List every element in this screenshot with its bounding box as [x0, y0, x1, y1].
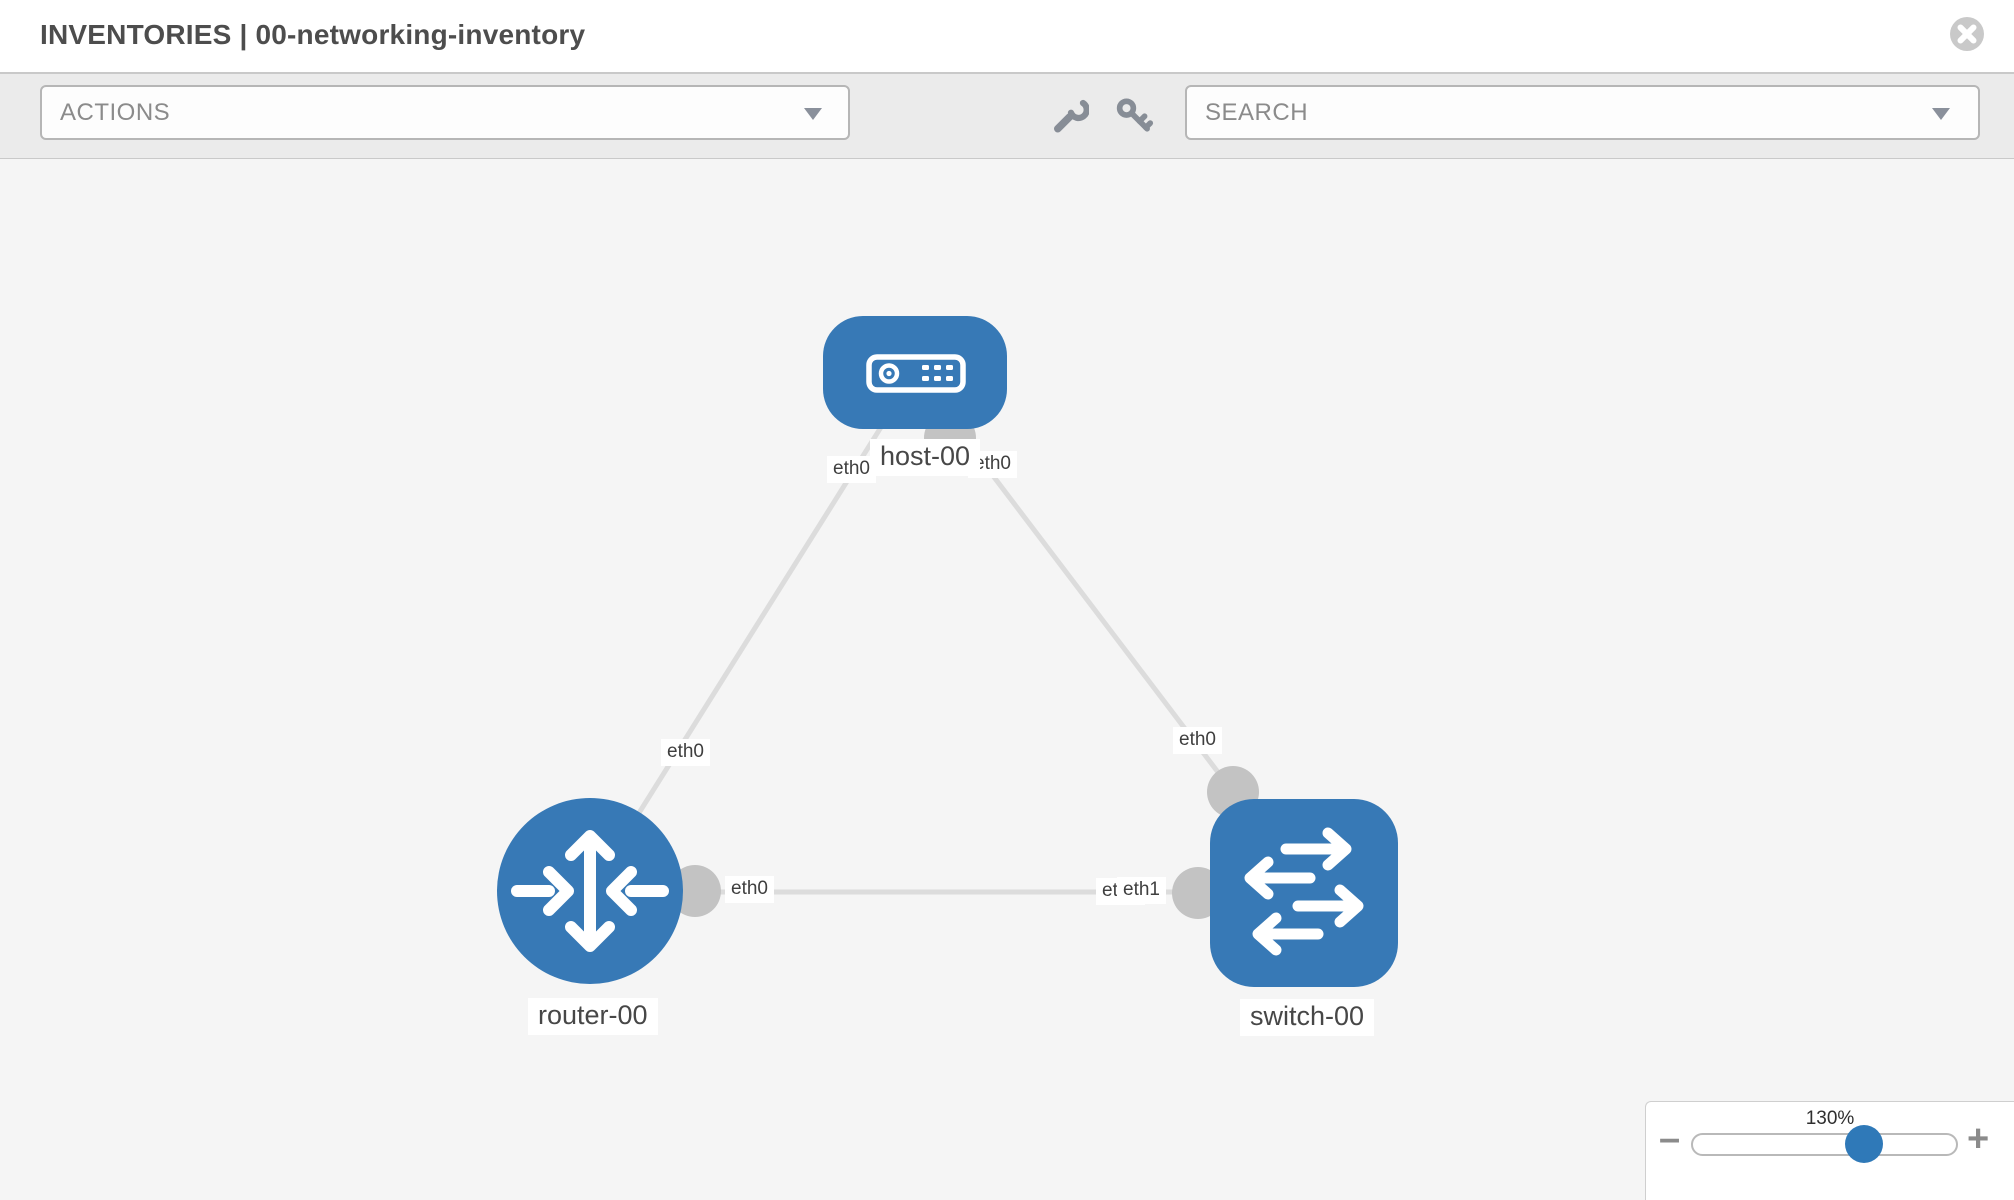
actions-select-label: ACTIONS: [60, 99, 171, 126]
node-label-router: router-00: [528, 998, 658, 1035]
configure-button[interactable]: [1049, 95, 1090, 135]
node-label-switch: switch-00: [1240, 999, 1375, 1036]
iface-label: eth0: [1173, 727, 1222, 754]
zoom-out-button[interactable]: –: [1659, 1118, 1681, 1160]
node-label-host: host-00: [870, 439, 981, 476]
header: INVENTORIES | 00-networking-inventory: [0, 0, 2014, 74]
close-icon: [1950, 17, 1984, 51]
close-button[interactable]: [1948, 15, 1986, 53]
search-select-label: SEARCH: [1205, 99, 1309, 126]
switch-icon: [1244, 827, 1364, 956]
search-select[interactable]: SEARCH: [1185, 85, 1980, 140]
iface-label: eth0: [827, 456, 876, 483]
credentials-button[interactable]: [1114, 95, 1154, 135]
node-host-00[interactable]: [823, 316, 1007, 429]
node-switch-00[interactable]: [1210, 799, 1398, 987]
zoom-slider-track[interactable]: [1691, 1133, 1958, 1156]
actions-select[interactable]: ACTIONS: [40, 85, 850, 140]
router-icon: [511, 830, 669, 952]
zoom-panel: 130% – +: [1645, 1101, 2014, 1200]
chevron-down-icon: [804, 108, 822, 120]
page-title: INVENTORIES | 00-networking-inventory: [40, 19, 586, 50]
wrench-icon: [1054, 99, 1090, 133]
iface-label: eth1: [1117, 877, 1166, 904]
toolbar: ACTIONS SEARCH: [0, 74, 2014, 159]
zoom-in-button[interactable]: +: [1967, 1118, 1990, 1160]
chevron-down-icon: [1932, 108, 1950, 120]
topology-canvas[interactable]: eth0 eth0 eth0 eth0 eth0 eth0 eth1 host-…: [0, 159, 2014, 1200]
node-router-00[interactable]: [497, 798, 683, 984]
host-icon: [866, 354, 966, 393]
key-icon: [1116, 98, 1154, 132]
links-layer: [587, 371, 1304, 919]
iface-label: eth0: [725, 876, 774, 903]
zoom-slider-handle[interactable]: [1845, 1125, 1883, 1163]
iface-label: eth0: [661, 739, 710, 766]
zoom-level-label: 130%: [1805, 1108, 1855, 1129]
